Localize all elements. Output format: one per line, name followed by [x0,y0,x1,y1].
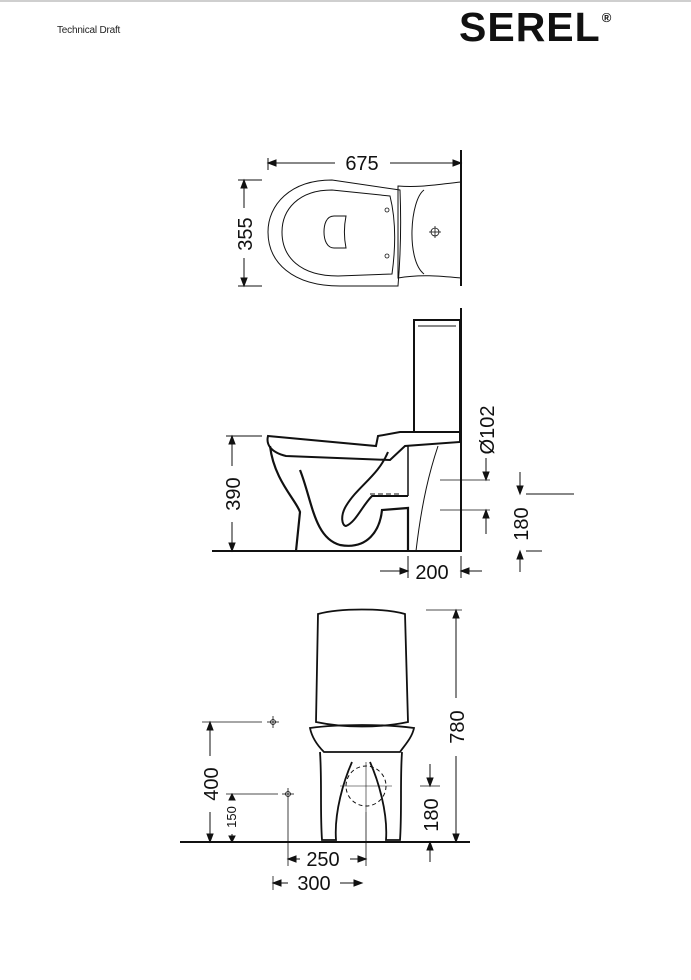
dim-200-arrow-right [459,567,470,575]
front-bowl-rim [308,724,416,753]
document-label: Technical Draft [57,25,121,36]
dim-label-102: Ø102 [477,406,499,455]
side-tank [413,319,461,433]
dim-200-arrow-left [399,567,410,575]
dim-390-arrow-top [228,434,236,445]
dim-180s-arrow-bottom [516,549,524,560]
top-view [238,150,463,288]
dim-102-arrow-top [482,471,490,482]
side-seat [266,431,461,462]
dim-675-arrow-right [452,159,463,167]
dim-355-arrow-top [240,178,248,189]
dim-180f-arrow-top [426,777,434,788]
dim-300-arrow-right [353,879,364,887]
registered-mark: ® [601,10,613,25]
dim-180f-arrow-bottom [426,840,434,851]
dim-label-400: 400 [201,767,223,800]
dim-150-arrow-top [228,792,236,801]
dim-label-180-front: 180 [421,798,443,831]
dim-label-675: 675 [345,153,378,175]
dim-390-arrow-bottom [228,542,236,553]
front-pedestal-right [369,751,403,841]
side-bowl-inner [341,451,408,528]
dim-400-arrow-bottom [206,833,214,844]
top-bowl-seat [281,189,396,277]
front-fix-markers [267,716,294,800]
side-view [212,308,574,578]
dim-250-arrow-right [357,855,368,863]
dim-780-arrow-bottom [452,833,460,844]
side-bowl-front [268,445,302,552]
dim-780-arrow-top [452,608,460,619]
top-tank-curve [411,189,425,275]
dim-400-arrow-top [206,720,214,731]
dim-675-arrow-left [266,159,277,167]
dim-label-250: 250 [306,849,339,871]
dim-300-arrow-left [271,879,282,887]
top-bowl-outer [267,179,402,287]
dim-label-300: 300 [297,873,330,895]
dim-label-355: 355 [235,217,257,250]
dim-355-arrow-bottom [240,277,248,288]
dim-150-arrow-bottom [228,835,236,844]
dim-label-150: 150 [224,806,239,828]
dim-label-200: 200 [415,562,448,584]
dim-250-arrow-left [286,855,297,863]
dim-180s-arrow-top [516,485,524,496]
front-view [180,608,470,890]
top-tank [397,181,462,279]
dim-102-arrow-bottom [482,508,490,519]
side-outlet-back [415,445,439,552]
front-pedestal-left [319,751,353,841]
header-rule [0,0,691,2]
dim-label-180-side: 180 [511,507,533,540]
top-bowl-opening [323,215,347,249]
dim-label-390: 390 [223,477,245,510]
brand-logo: SEREL® [459,4,612,51]
brand-name: SEREL [459,4,601,50]
top-fix-markers [384,207,441,259]
side-bowl-trap [298,469,410,551]
front-tank [315,608,409,728]
dim-label-780: 780 [447,710,469,743]
